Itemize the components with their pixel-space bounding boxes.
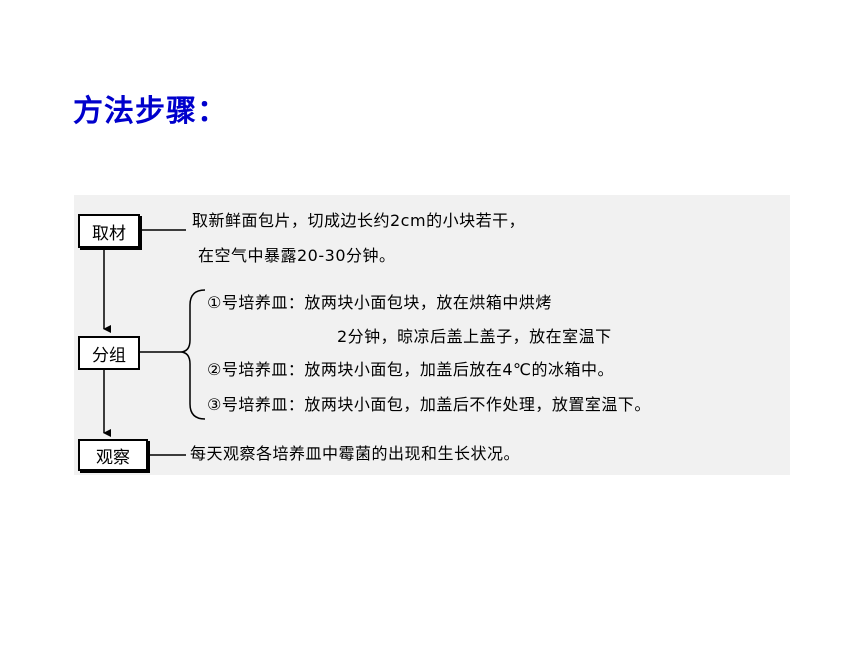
grouping-line-3: ②号培养皿：放两块小面包，加盖后放在4℃的冰箱中。 bbox=[207, 360, 614, 379]
grouping-line-1: ①号培养皿：放两块小面包块，放在烘箱中烘烤 bbox=[207, 293, 552, 312]
observation-line-1: 每天观察各培养皿中霉菌的出现和生长状况。 bbox=[190, 444, 521, 463]
sampling-line-2: 在空气中暴露20-30分钟。 bbox=[198, 246, 396, 265]
grouping-line-2: 2分钟，晾凉后盖上盖子，放在室温下 bbox=[337, 327, 612, 346]
sampling-label: 取材 bbox=[92, 223, 126, 244]
grouping-box: 分组 bbox=[78, 336, 140, 370]
diagram-panel bbox=[74, 195, 790, 475]
observation-box: 观察 bbox=[78, 439, 148, 471]
sampling-box: 取材 bbox=[78, 214, 140, 248]
observation-label: 观察 bbox=[96, 447, 130, 468]
page-title: 方法步骤： bbox=[73, 94, 228, 129]
grouping-line-4: ③号培养皿：放两块小面包，加盖后不作处理，放置室温下。 bbox=[207, 395, 651, 414]
sampling-line-1: 取新鲜面包片，切成边长约2cm的小块若干， bbox=[192, 211, 526, 230]
brace bbox=[179, 289, 206, 420]
grouping-label: 分组 bbox=[92, 345, 126, 366]
